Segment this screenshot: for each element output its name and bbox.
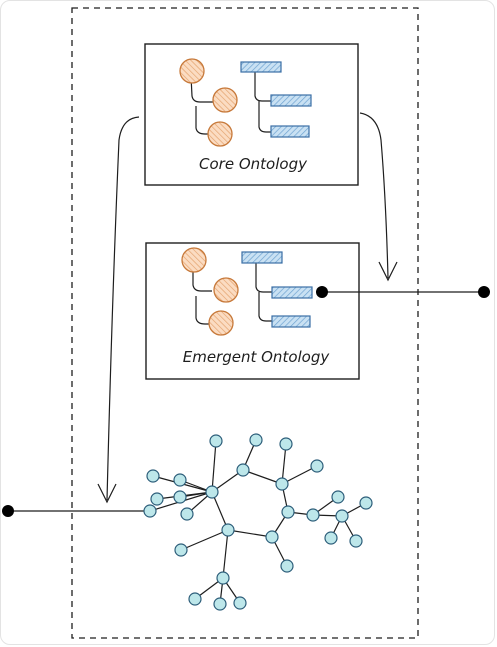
graph-node	[143, 504, 157, 518]
graph-node	[205, 485, 219, 499]
property-node-icon	[270, 125, 310, 138]
graph-node	[216, 571, 230, 585]
property-node-icon	[271, 286, 313, 299]
property-node-icon	[240, 61, 282, 73]
arrow-core-to-emergent	[359, 112, 398, 282]
class-node-icon	[179, 58, 205, 84]
connector-endpoint[interactable]	[316, 286, 328, 298]
graph-node	[279, 437, 293, 451]
class-node-icon	[212, 87, 238, 113]
graph-node	[236, 463, 250, 477]
graph-node	[324, 531, 338, 545]
graph-node	[281, 505, 295, 519]
graph-node	[359, 496, 373, 510]
emergent-ontology-label: Emergent Ontology	[183, 348, 331, 366]
class-node-icon	[213, 277, 239, 303]
core-ontology-box: Core Ontology	[144, 43, 359, 186]
class-node-icon	[208, 310, 234, 336]
graph-node	[174, 543, 188, 557]
graph-node	[233, 596, 247, 610]
graph-node	[209, 434, 223, 448]
property-node-icon	[241, 251, 283, 264]
property-node-icon	[270, 94, 312, 107]
graph-node	[249, 433, 263, 447]
graph-node	[331, 490, 345, 504]
property-node-icon	[271, 315, 311, 328]
graph-edge	[242, 469, 283, 485]
graph-node	[180, 507, 194, 521]
graph-node	[335, 509, 349, 523]
arrow-core-to-graph	[97, 116, 140, 504]
graph-node	[173, 490, 187, 504]
graph-node	[221, 523, 235, 537]
graph-node	[310, 459, 324, 473]
class-node-icon	[181, 247, 207, 273]
graph-edge	[222, 529, 229, 579]
emergent-ontology-box: Emergent Ontology	[145, 242, 360, 380]
connector-endpoint[interactable]	[478, 286, 490, 298]
graph-node	[213, 597, 227, 611]
input-connector[interactable]	[2, 505, 156, 517]
connector-endpoint[interactable]	[2, 505, 14, 517]
graph-node	[188, 592, 202, 606]
graph-node	[275, 477, 289, 491]
graph-node	[265, 530, 279, 544]
graph-edge	[211, 440, 217, 493]
graph-node	[306, 508, 320, 522]
graph-edge	[180, 529, 229, 551]
core-ontology-label: Core Ontology	[199, 155, 308, 173]
graph-edge	[211, 491, 229, 531]
graph-edge	[227, 529, 273, 538]
graph-node	[280, 559, 294, 573]
graph-node	[173, 473, 187, 487]
knowledge-graph	[143, 433, 373, 611]
graph-edge	[281, 443, 287, 485]
graph-node	[146, 469, 160, 483]
output-connector[interactable]	[316, 286, 490, 298]
graph-node	[150, 492, 164, 506]
graph-node	[349, 534, 363, 548]
class-node-icon	[207, 121, 233, 147]
system-boundary	[71, 7, 419, 639]
